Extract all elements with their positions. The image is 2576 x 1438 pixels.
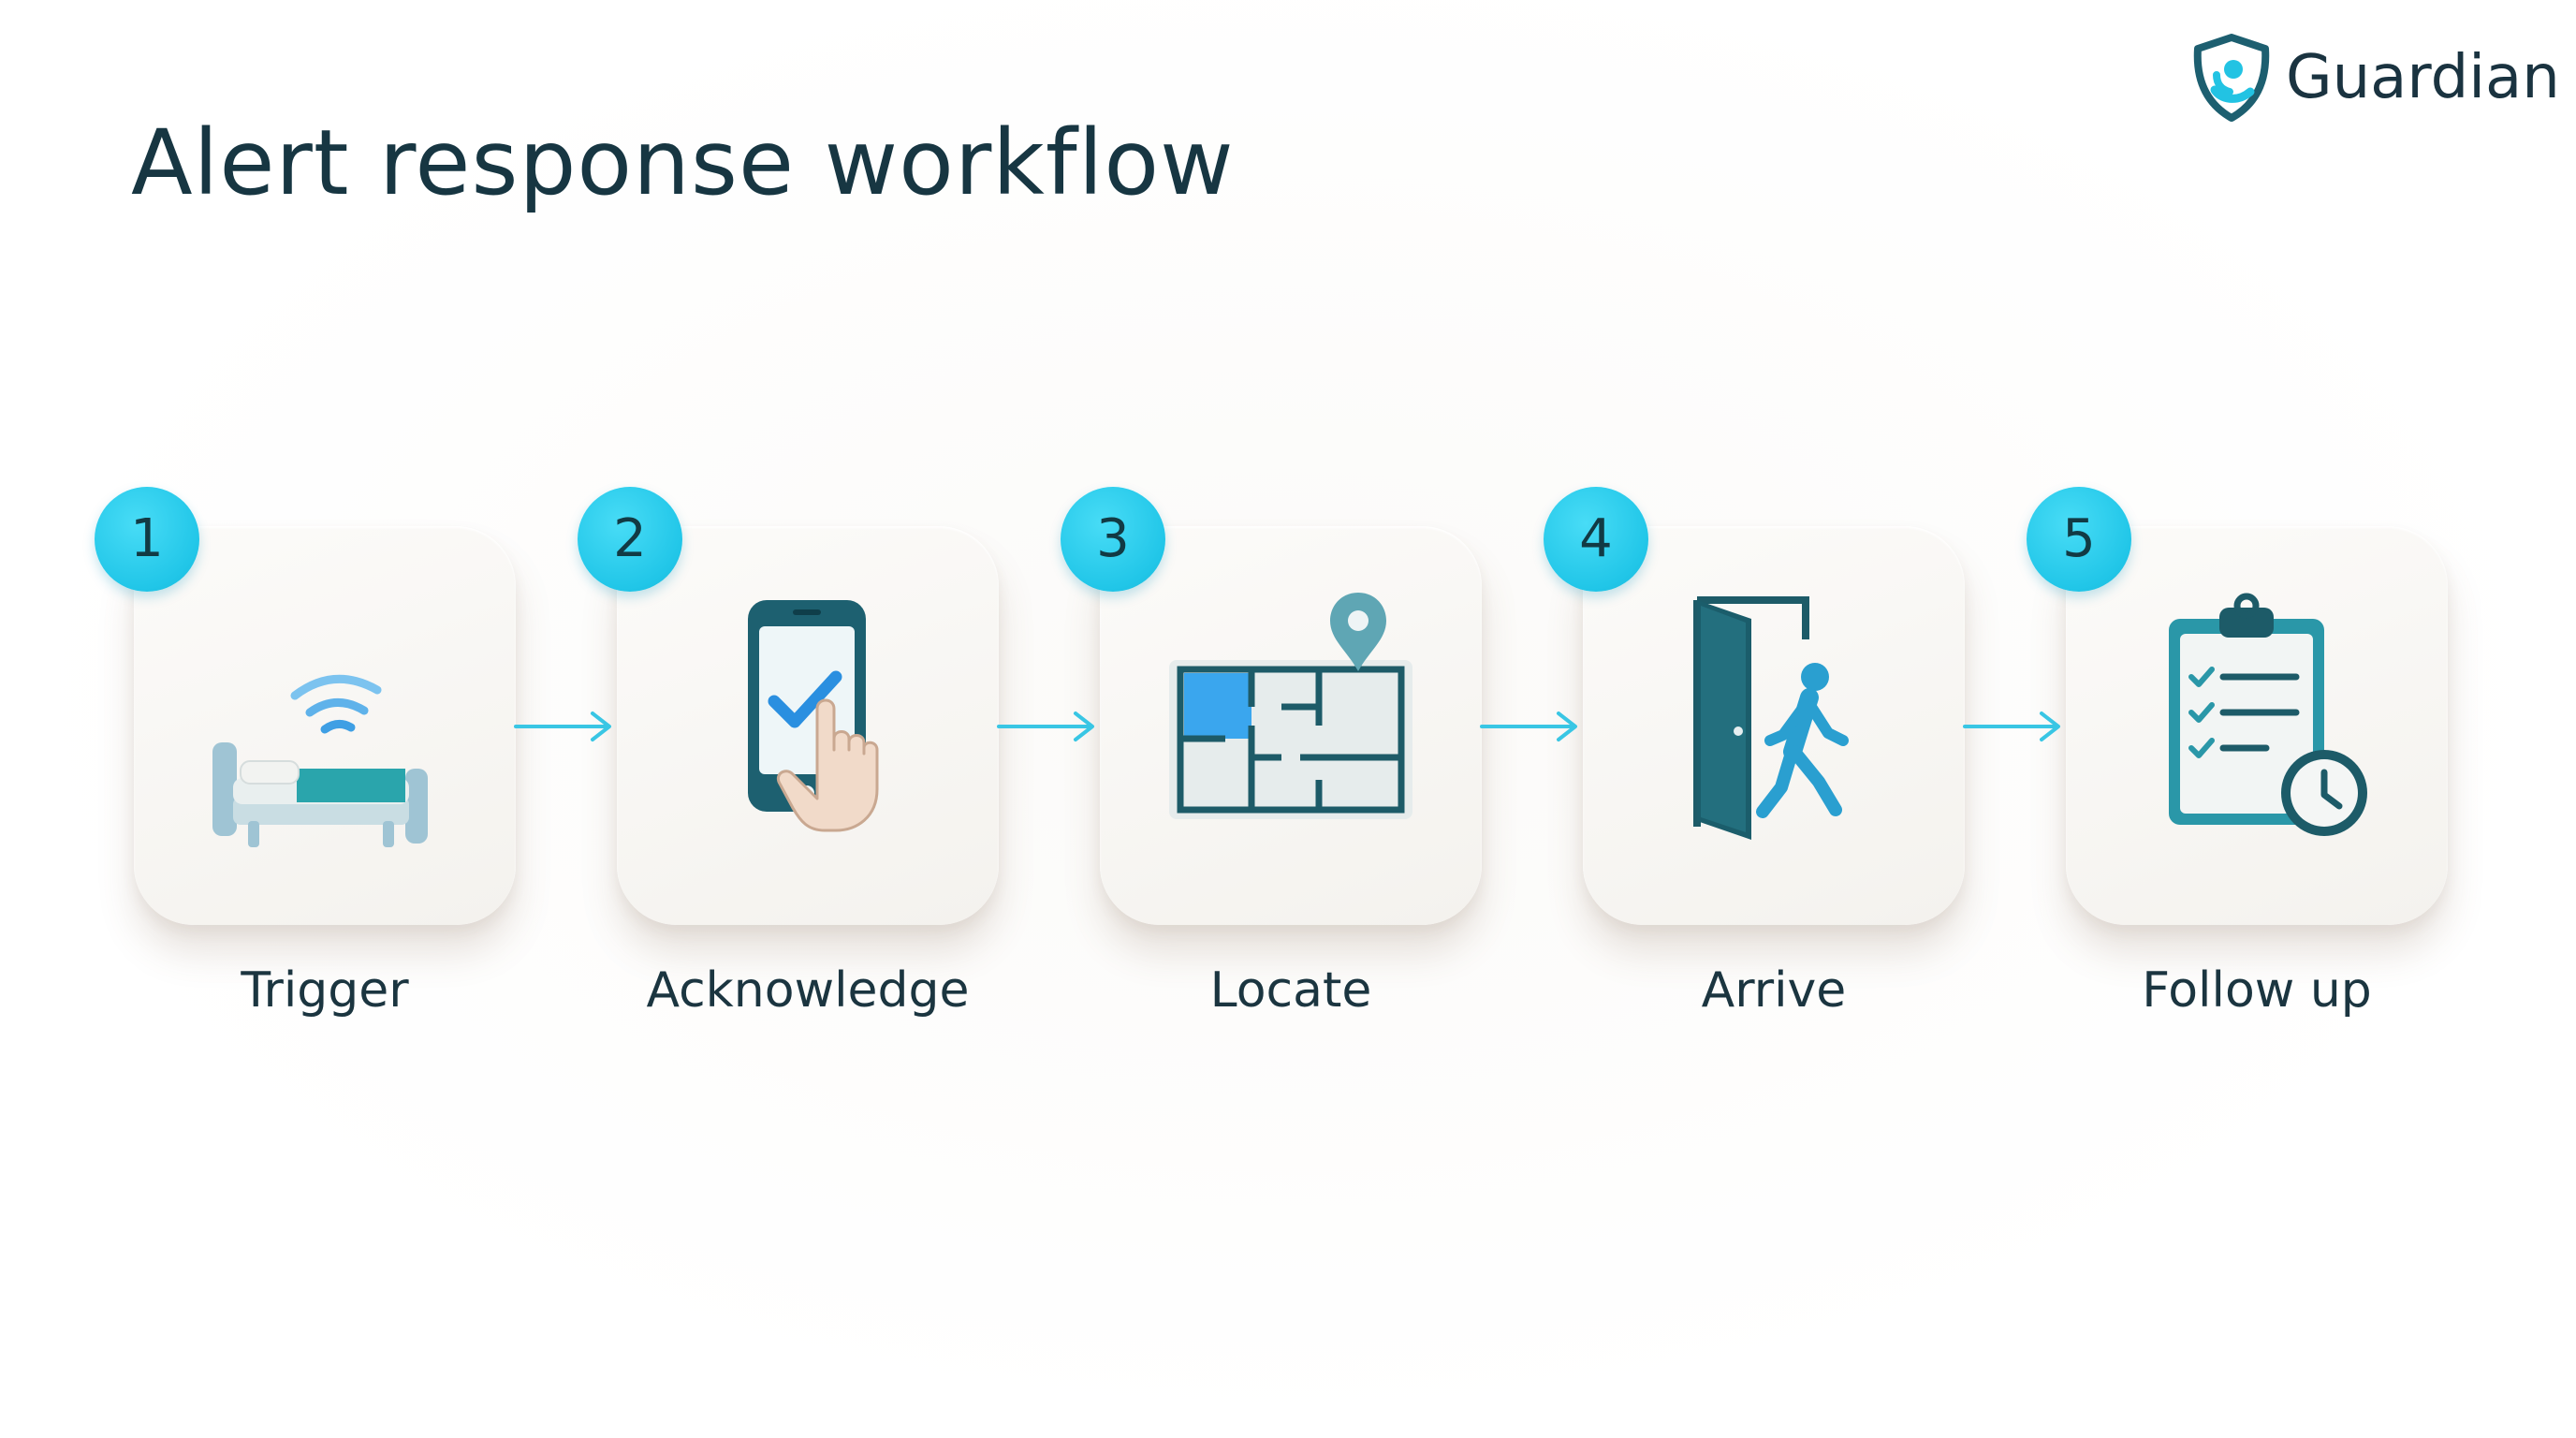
flow-arrow-icon xyxy=(1963,712,2060,741)
step-number-badge: 2 xyxy=(578,487,682,592)
page-title: Alert response workflow xyxy=(131,110,1235,215)
flow-arrow-icon xyxy=(514,712,611,741)
floorplan-pin-icon xyxy=(1169,593,1412,819)
step-label: Follow up xyxy=(2142,962,2372,1019)
step-label: Locate xyxy=(1209,962,1372,1019)
brand-name: Guardian xyxy=(2286,43,2560,112)
flow-arrow-icon xyxy=(997,712,1094,741)
step-3: 3 Locate xyxy=(1061,487,1482,1019)
step-card xyxy=(1100,526,1482,925)
step-2: 2 Acknowledge xyxy=(578,487,999,1019)
door-walking-person-icon xyxy=(1693,596,1849,840)
step-number-badge: 4 xyxy=(1544,487,1648,592)
step-number-badge: 5 xyxy=(2027,487,2131,592)
step-card xyxy=(1583,526,1965,925)
step-4: 4 Arrive xyxy=(1544,487,1965,1019)
phone-tap-check-icon xyxy=(748,600,879,832)
step-card xyxy=(617,526,999,925)
step-card xyxy=(134,526,516,925)
clipboard-clock-icon xyxy=(2169,593,2367,836)
brand: Guardian xyxy=(2188,28,2563,131)
step-number-badge: 1 xyxy=(95,487,199,592)
step-card xyxy=(2066,526,2448,925)
step-1: 1 Trigger xyxy=(95,487,516,1019)
step-label: Acknowledge xyxy=(646,962,970,1019)
step-label: Arrive xyxy=(1701,962,1847,1019)
flow-arrow-icon xyxy=(1480,712,1577,741)
shield-person-logo-icon xyxy=(2193,34,2270,122)
step-number-badge: 3 xyxy=(1061,487,1165,592)
step-label: Trigger xyxy=(241,962,409,1019)
step-5: 5 Follow up xyxy=(2027,487,2448,1019)
bed-wireless-icon xyxy=(212,674,428,847)
